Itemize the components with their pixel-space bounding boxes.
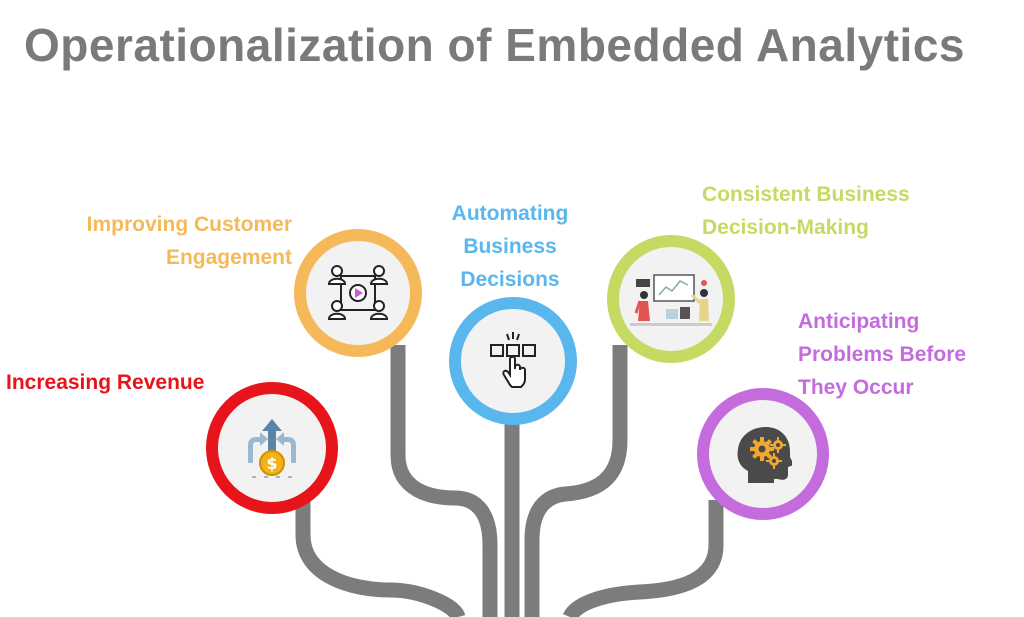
label-increasing-revenue: Increasing Revenue [6, 366, 266, 399]
stem-revenue [303, 500, 458, 617]
svg-text:$: $ [266, 454, 277, 473]
head-gears-icon [734, 423, 792, 485]
circle-automating-decisions [449, 297, 577, 425]
money-arrows-icon: $ [240, 417, 304, 479]
hand-click-icon [488, 331, 538, 391]
team-presentation-icon [626, 269, 716, 329]
label-improving-customer-engagement: Improving Customer Engagement [52, 208, 292, 274]
circle-consistent-decisions [607, 235, 735, 363]
circle-customer-engagement [294, 229, 422, 357]
label-anticipating-problems: Anticipating Problems Before They Occur [798, 305, 1018, 404]
stem-anticipating [570, 500, 716, 617]
video-team-icon [327, 262, 389, 324]
circle-increasing-revenue: $ [206, 382, 338, 514]
label-consistent-business-decision-making: Consistent Business Decision-Making [702, 178, 962, 244]
circle-anticipating-problems [697, 388, 829, 520]
label-automating-business-decisions: Automating Business Decisions [410, 197, 610, 296]
